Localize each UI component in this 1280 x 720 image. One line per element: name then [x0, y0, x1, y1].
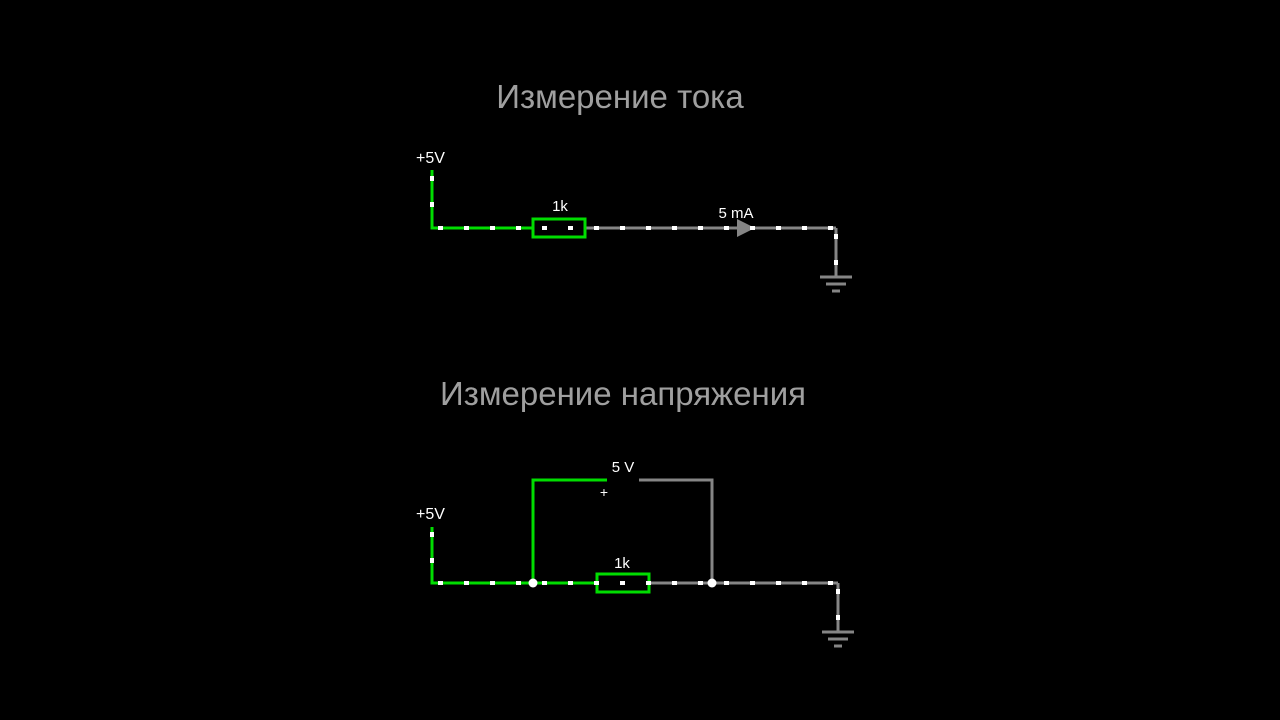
supply-voltage-label[interactable]: +5V	[416, 150, 445, 167]
voltmeter-plus-sign: +	[600, 484, 608, 500]
ammeter[interactable]: 5 mA	[718, 205, 755, 237]
voltmeter-reading: 5 V	[612, 459, 635, 476]
ground-symbol[interactable]	[822, 630, 854, 648]
resistor[interactable]: 1k	[595, 555, 651, 594]
wire-supply[interactable]	[430, 527, 597, 585]
resistor-label: 1k	[614, 555, 630, 572]
circuit-voltage-measurement: Измерение напряжения +5V 1k 5 V +	[416, 375, 854, 648]
circuit-title: Измерение тока	[496, 78, 744, 115]
ammeter-arrow-icon	[737, 219, 755, 237]
circuit-current-measurement: Измерение тока +5V 1k 5 mA	[416, 78, 852, 293]
resistor[interactable]: 1k	[531, 198, 587, 239]
resistor-body[interactable]	[531, 217, 587, 239]
supply-voltage-label[interactable]: +5V	[416, 506, 445, 523]
wire-voltmeter-positive[interactable]	[531, 478, 607, 583]
wire-voltmeter-negative[interactable]	[639, 478, 714, 583]
circuit-title: Измерение напряжения	[440, 375, 806, 412]
junction-dot	[707, 578, 717, 588]
resistor-label: 1k	[552, 198, 568, 215]
wire-supply[interactable]	[430, 170, 533, 230]
junction-dot	[528, 578, 538, 588]
voltmeter[interactable]: 5 V +	[600, 459, 634, 500]
ground-symbol[interactable]	[820, 275, 852, 293]
current-flow-dots	[430, 176, 838, 272]
ammeter-reading: 5 mA	[718, 205, 753, 222]
